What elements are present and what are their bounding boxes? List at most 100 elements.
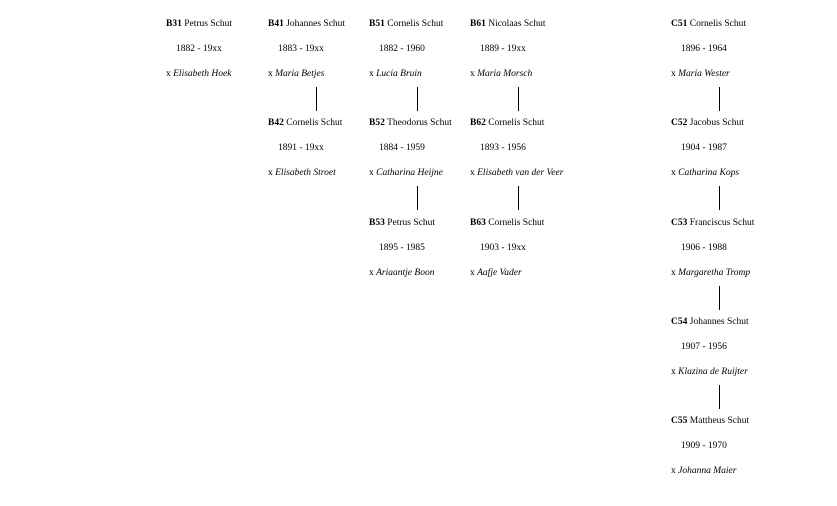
person-code: B62 bbox=[470, 118, 486, 129]
spouse-line: x Margaretha Tromp bbox=[671, 268, 750, 278]
person-code: B63 bbox=[470, 217, 486, 228]
person-name: Johannes Schut bbox=[689, 316, 749, 327]
spouse-line: x Elisabeth Stroet bbox=[268, 168, 336, 178]
descent-connector-line bbox=[417, 186, 418, 211]
person-code: C55 bbox=[671, 416, 688, 427]
person-title: B62 Cornelis Schut bbox=[470, 118, 544, 128]
marriage-marker: x bbox=[369, 168, 374, 179]
person-dates: 1895 - 1985 bbox=[379, 242, 425, 253]
person-name: Jacobus Schut bbox=[689, 118, 744, 129]
spouse-name: Catharina Kops bbox=[678, 168, 740, 179]
marriage-marker: x bbox=[671, 366, 676, 377]
marriage-marker: x bbox=[671, 466, 676, 477]
person-title: B52 Theodorus Schut bbox=[369, 118, 452, 128]
spouse-line: x Ariaantje Boon bbox=[369, 268, 434, 278]
spouse-name: Maria Wester bbox=[678, 69, 730, 79]
descent-connector-line bbox=[417, 87, 418, 111]
person-title: B41 Johannes Schut bbox=[268, 19, 345, 29]
spouse-name: Johanna Maier bbox=[678, 466, 737, 477]
person-name: Petrus Schut bbox=[387, 217, 435, 228]
spouse-name: Lucia Bruin bbox=[376, 69, 422, 79]
person-name: Petrus Schut bbox=[184, 19, 232, 29]
person-dates: 1891 - 19xx bbox=[278, 143, 324, 154]
spouse-name: Ariaantje Boon bbox=[376, 267, 435, 278]
spouse-name: Aafje Vader bbox=[477, 267, 522, 278]
person-title: B42 Cornelis Schut bbox=[268, 118, 342, 128]
person-dates: 1882 - 19xx bbox=[176, 44, 222, 54]
spouse-name: Maria Betjes bbox=[275, 69, 325, 79]
person-name: Franciscus Schut bbox=[689, 217, 755, 228]
person-code: B41 bbox=[268, 19, 284, 29]
person-code: B42 bbox=[268, 118, 284, 129]
marriage-marker: x bbox=[369, 267, 374, 278]
person-name: Mattheus Schut bbox=[689, 416, 750, 427]
marriage-marker: x bbox=[166, 69, 171, 79]
person-dates: 1909 - 1970 bbox=[681, 441, 727, 452]
marriage-marker: x bbox=[369, 69, 374, 79]
marriage-marker: x bbox=[268, 69, 273, 79]
person-title: B53 Petrus Schut bbox=[369, 218, 435, 228]
spouse-line: x Lucia Bruin bbox=[369, 69, 422, 79]
descent-connector-line bbox=[719, 186, 720, 211]
person-title: C54 Johannes Schut bbox=[671, 317, 749, 327]
descent-connector-line bbox=[518, 87, 519, 111]
person-dates: 1906 - 1988 bbox=[681, 242, 727, 253]
spouse-name: Catharina Heijne bbox=[376, 168, 443, 179]
person-code: B53 bbox=[369, 217, 385, 228]
person-code: B61 bbox=[470, 19, 486, 29]
person-dates: 1893 - 1956 bbox=[480, 143, 526, 154]
spouse-name: Maria Morsch bbox=[477, 69, 533, 79]
spouse-line: x Aafje Vader bbox=[470, 268, 522, 278]
spouse-line: x Elisabeth Hoek bbox=[166, 69, 231, 79]
person-title: C53 Franciscus Schut bbox=[671, 218, 754, 228]
person-code: C52 bbox=[671, 118, 688, 129]
person-code: C53 bbox=[671, 217, 688, 228]
descent-connector-line bbox=[719, 384, 720, 409]
person-code: B51 bbox=[369, 19, 385, 29]
marriage-marker: x bbox=[470, 69, 475, 79]
spouse-line: x Maria Morsch bbox=[470, 69, 532, 79]
marriage-marker: x bbox=[671, 69, 676, 79]
person-name: Nicolaas Schut bbox=[488, 19, 546, 29]
person-name: Theodorus Schut bbox=[387, 118, 452, 129]
person-title: B61 Nicolaas Schut bbox=[470, 19, 545, 29]
marriage-marker: x bbox=[470, 168, 475, 179]
spouse-line: x Catharina Kops bbox=[671, 168, 739, 178]
spouse-name: Elisabeth Stroet bbox=[275, 168, 336, 179]
person-name: Cornelis Schut bbox=[488, 217, 545, 228]
person-title: C55 Mattheus Schut bbox=[671, 416, 749, 426]
person-code: C54 bbox=[671, 316, 688, 327]
spouse-line: x Maria Wester bbox=[671, 69, 730, 79]
person-title: B63 Cornelis Schut bbox=[470, 218, 544, 228]
person-dates: 1884 - 1959 bbox=[379, 143, 425, 154]
spouse-name: Elisabeth van der Veer bbox=[477, 168, 564, 179]
spouse-name: Margaretha Tromp bbox=[678, 267, 751, 278]
descent-connector-line bbox=[719, 87, 720, 111]
person-name: Cornelis Schut bbox=[387, 19, 444, 29]
person-title: B31 Petrus Schut bbox=[166, 19, 232, 29]
person-dates: 1883 - 19xx bbox=[278, 44, 324, 54]
person-title: C51 Cornelis Schut bbox=[671, 19, 746, 29]
marriage-marker: x bbox=[470, 267, 475, 278]
marriage-marker: x bbox=[268, 168, 273, 179]
person-dates: 1907 - 1956 bbox=[681, 341, 727, 352]
person-dates: 1896 - 1964 bbox=[681, 44, 727, 54]
spouse-line: x Catharina Heijne bbox=[369, 168, 443, 178]
marriage-marker: x bbox=[671, 267, 676, 278]
person-name: Cornelis Schut bbox=[286, 118, 343, 129]
person-dates: 1889 - 19xx bbox=[480, 44, 526, 54]
person-title: B51 Cornelis Schut bbox=[369, 19, 443, 29]
person-code: B31 bbox=[166, 19, 182, 29]
spouse-line: x Maria Betjes bbox=[268, 69, 324, 79]
descent-connector-line bbox=[316, 87, 317, 111]
spouse-line: x Johanna Maier bbox=[671, 466, 736, 476]
person-dates: 1903 - 19xx bbox=[480, 242, 526, 253]
descent-connector-line bbox=[719, 285, 720, 310]
person-dates: 1882 - 1960 bbox=[379, 44, 425, 54]
person-code: B52 bbox=[369, 118, 385, 129]
person-dates: 1904 - 1987 bbox=[681, 143, 727, 154]
person-name: Cornelis Schut bbox=[689, 19, 746, 29]
person-name: Johannes Schut bbox=[286, 19, 346, 29]
spouse-line: x Elisabeth van der Veer bbox=[470, 168, 563, 178]
marriage-marker: x bbox=[671, 168, 676, 179]
